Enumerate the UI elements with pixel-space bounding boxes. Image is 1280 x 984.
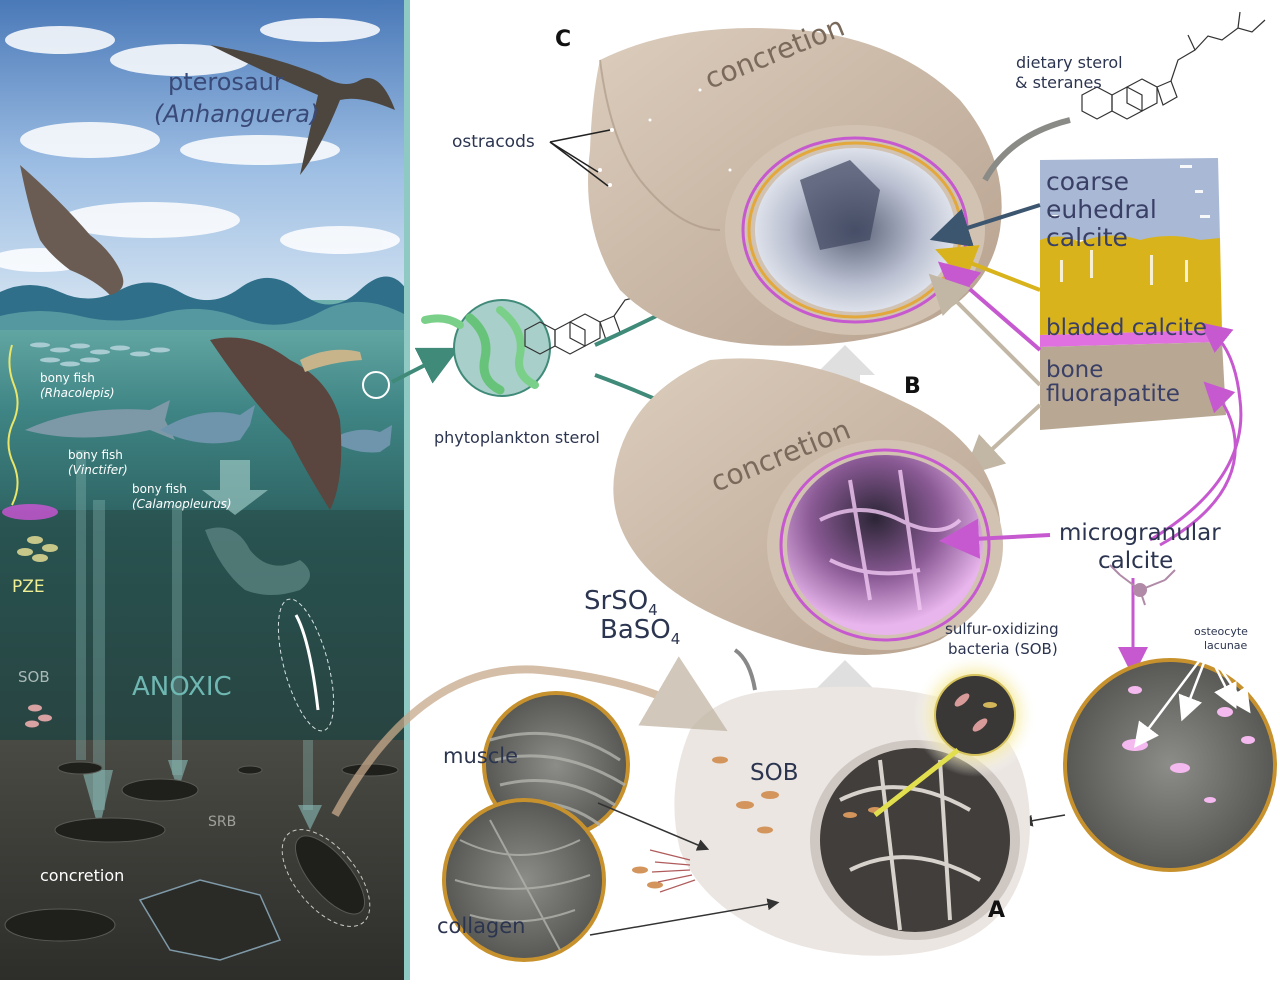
sample-circle bbox=[362, 371, 390, 399]
sob-bacteria-bone bbox=[632, 756, 882, 889]
bone-a-cavity bbox=[820, 748, 1010, 932]
muscle-fibres bbox=[649, 849, 696, 893]
concretion-b bbox=[613, 358, 1003, 655]
pterosaur-label: pterosaur bbox=[168, 68, 284, 96]
carcass-outline bbox=[277, 598, 335, 732]
sob-bacteria-label-line2: bacteria (SOB) bbox=[948, 640, 1058, 658]
osteocyte-sem-circle bbox=[1063, 658, 1277, 872]
bladed-calcite-arrow bbox=[935, 245, 1041, 292]
srb-label: SRB bbox=[208, 814, 237, 830]
bony-fish-vinctifer-icon bbox=[25, 400, 175, 440]
dietary-sterol-label-line2: & steranes bbox=[1015, 73, 1102, 92]
pze-column bbox=[7, 344, 19, 506]
bladed-calcite-label: bladed calcite bbox=[1046, 315, 1208, 341]
panel-divider bbox=[404, 0, 410, 980]
coarse-calcite-label: coarse euhedral calcite bbox=[1046, 167, 1157, 252]
bony-fish-small-icon bbox=[330, 425, 392, 453]
clouds bbox=[0, 18, 400, 272]
seafloor-concretions bbox=[4, 761, 399, 942]
feeding-pterosaur-icon bbox=[210, 337, 342, 510]
microgranular-arrow-legend-1 bbox=[1149, 322, 1243, 542]
osteocyte-label-line1: osteocyte bbox=[1194, 625, 1248, 638]
anoxic-label: ANOXIC bbox=[132, 672, 232, 702]
bony-fish-calamopleurus-icon bbox=[160, 405, 255, 444]
scene-to-bone-arrow bbox=[331, 656, 728, 817]
fluorapatite-swatch bbox=[1040, 342, 1226, 430]
fish3-label: bony fish bbox=[132, 482, 187, 496]
sinking-shafts bbox=[76, 450, 313, 810]
ostracods-label: ostracods bbox=[452, 132, 535, 152]
collagen-sem-circle bbox=[442, 798, 606, 962]
ostracod-dots bbox=[598, 88, 732, 187]
srso4-label: SrSO4 bbox=[584, 586, 658, 620]
fluorapatite-arrow-c bbox=[928, 273, 1042, 387]
fish2-label: bony fish bbox=[68, 448, 123, 462]
concretion-outline bbox=[281, 829, 371, 927]
dietary-sterol-arrow bbox=[982, 117, 1071, 182]
sob-arrow bbox=[873, 748, 960, 817]
bladed-calcite-swatch bbox=[1040, 235, 1222, 335]
sob-scene-label: SOB bbox=[18, 668, 50, 686]
anoxic-zone bbox=[0, 510, 408, 740]
fish1-label: bony fish bbox=[40, 371, 95, 385]
microgranular-label-line1: microgranular bbox=[1059, 520, 1221, 546]
fluorapatite-label: bone fluorapatite bbox=[1046, 357, 1180, 407]
muscle-pointer bbox=[597, 802, 710, 851]
muscle-label: muscle bbox=[443, 744, 519, 768]
fossil-concretion-icon bbox=[138, 879, 282, 961]
sulfate-arrow bbox=[733, 648, 757, 691]
panel-c-letter: C bbox=[555, 27, 572, 52]
microgranular-arrow-legend-2 bbox=[1159, 381, 1237, 547]
fish2-species: (Vinctifer) bbox=[68, 463, 128, 477]
osteocyte-pointers bbox=[1134, 659, 1251, 748]
microgranular-label-line2: calcite bbox=[1098, 548, 1174, 574]
fish3-species: (Calamopleurus) bbox=[132, 497, 232, 511]
pterosaur-species: (Anhanguera) bbox=[154, 100, 320, 128]
baso4-label: BaSO4 bbox=[600, 615, 681, 649]
osteocyte-label-line2: lacunae bbox=[1204, 639, 1248, 652]
sob-bacteria-label-line1: sulfur-oxidizing bbox=[945, 620, 1059, 638]
concretion-scene-label: concretion bbox=[40, 866, 125, 885]
dietary-sterol-structure bbox=[1081, 11, 1266, 120]
flying-pterosaur-icon bbox=[210, 45, 395, 175]
sinking-arrow bbox=[202, 460, 268, 515]
collagen-label: collagen bbox=[437, 914, 526, 938]
sinking-carcass-icon bbox=[205, 527, 310, 595]
fish-school bbox=[30, 342, 170, 367]
fluorapatite-arrow-b bbox=[963, 403, 1042, 476]
panel-b-letter: B bbox=[904, 374, 921, 399]
pze-layer bbox=[2, 504, 58, 520]
concretion-b-cavity bbox=[787, 455, 983, 635]
diving-pterosaur-icon bbox=[20, 165, 124, 295]
mineral-legend bbox=[1040, 158, 1226, 430]
microgranular-arrow-b bbox=[939, 518, 1051, 559]
concretion-c bbox=[588, 28, 1002, 346]
sob-bacteria-circle bbox=[934, 674, 1016, 756]
marine-scene bbox=[0, 0, 410, 980]
sample-arrow bbox=[391, 347, 460, 384]
phytoplankton-sterol-label: phytoplankton sterol bbox=[434, 428, 600, 447]
coarse-calcite-swatch bbox=[1040, 158, 1220, 240]
panel-a-letter: A bbox=[988, 898, 1006, 923]
osteocyte-cell-icon bbox=[1109, 564, 1176, 606]
pze-label: PZE bbox=[12, 577, 45, 597]
fish1-species: (Rhacolepis) bbox=[40, 386, 115, 400]
sob-bacteria-left bbox=[25, 704, 52, 728]
ostracod-pointers bbox=[549, 129, 611, 187]
sem-to-bone-pointer bbox=[1020, 814, 1066, 827]
collagen-pointer bbox=[589, 898, 780, 936]
sea-surface bbox=[0, 276, 408, 330]
dietary-sterol-label-line1: dietary sterol bbox=[1016, 53, 1123, 72]
pze-bacteria bbox=[17, 536, 58, 562]
coarse-calcite-arrow bbox=[929, 203, 1041, 247]
sob-bone-label: SOB bbox=[750, 760, 799, 786]
